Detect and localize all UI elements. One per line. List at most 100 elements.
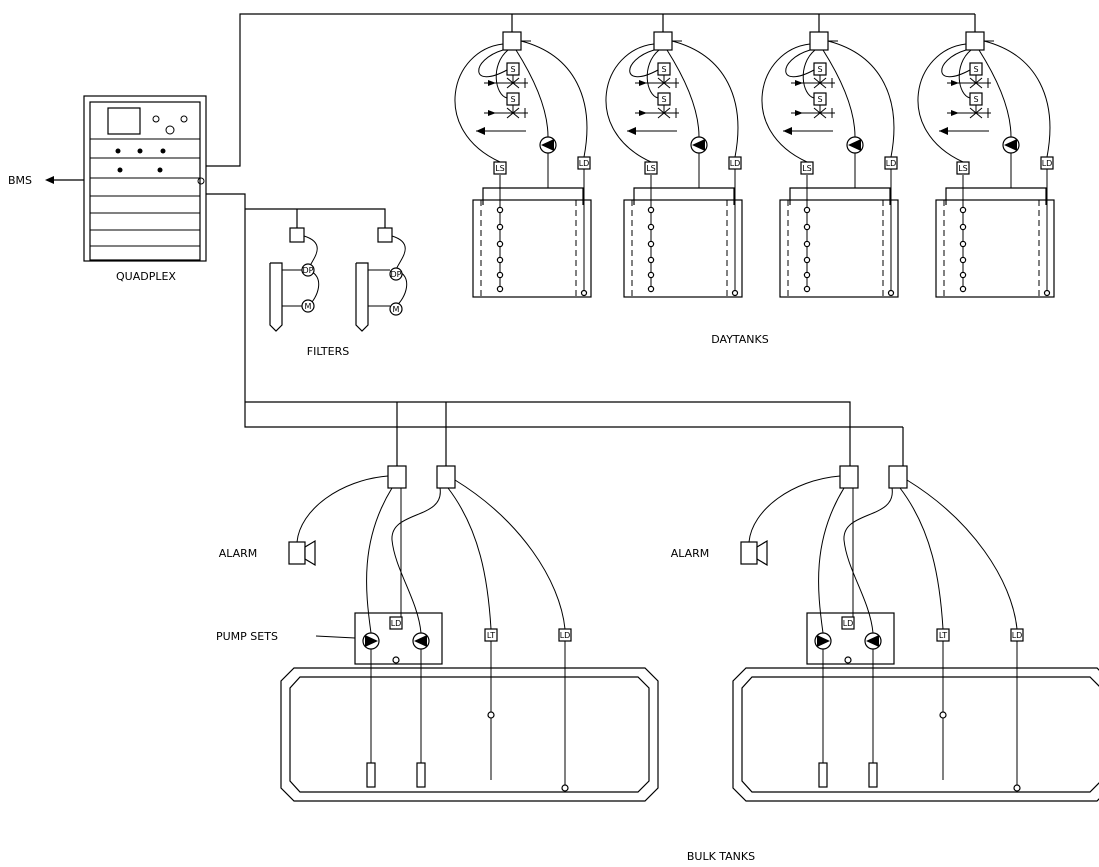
leak-detector-ld: LD [728,156,742,170]
svg-text:LT: LT [939,631,947,640]
leak-detector-ld: LD [841,616,855,630]
svg-text:S: S [973,65,978,74]
float-switch [496,256,504,264]
svg-text:DP: DP [391,270,402,279]
quadplex-outer [83,95,207,262]
arrow-right-icon [951,110,959,116]
float-switch [803,240,811,248]
arrow-right-icon [639,80,647,86]
arrow-right-icon [639,110,647,116]
quadplex-label: QUADPLEX [116,270,176,283]
quadplex-display [107,107,141,135]
svg-text:S: S [510,95,515,104]
daytank-3: LS LD S S [761,31,899,300]
svg-text:LD: LD [1042,159,1053,168]
pump-set-box [806,612,895,665]
bulk-tank-outer [732,667,1099,802]
alarm-label: ALARM [671,547,710,560]
float-switch [959,206,967,214]
pump-icon [864,632,882,650]
suction-foot [818,762,828,788]
daytank-1: LS LD S S [454,31,592,300]
arrow-right-icon [795,80,803,86]
bulk-tank-outer [280,667,659,802]
svg-text:S: S [973,95,978,104]
leak-detector-ld: LD [1040,156,1054,170]
alarm-horn-icon [740,541,758,565]
float-switch [647,256,655,264]
level-switch-ls: LS [800,161,814,175]
junction-box [888,465,908,489]
level-switch-ls: LS [644,161,658,175]
svg-text:S: S [817,65,822,74]
svg-text:S: S [817,95,822,104]
arrow-left-icon [627,127,636,135]
valve-icon [506,77,520,89]
network-lines [206,13,976,466]
float-switch [803,256,811,264]
leak-detector-ld: LD [577,156,591,170]
valve-icon [969,107,983,119]
solenoid-valve: S [813,92,827,106]
float-switch [647,206,655,214]
pump-icon [690,136,708,154]
daytank-body [779,199,899,298]
arrow-left-icon [476,127,485,135]
svg-text:LS: LS [495,164,505,173]
junction-box [839,465,859,489]
solenoid-valve: S [969,62,983,76]
junction-box [387,465,407,489]
valve-icon [969,77,983,89]
daytank-4: LS LD S S [917,31,1055,300]
arrow-right-icon [488,110,496,116]
float-switch [647,285,655,293]
float-switch [496,240,504,248]
svg-text:LD: LD [391,619,402,628]
float-switch [496,285,504,293]
bms-link: BMS [8,174,84,187]
suction-foot [366,762,376,788]
svg-text:S: S [510,65,515,74]
arrow-left-icon [939,127,948,135]
float-switch [803,223,811,231]
junction-box [809,31,829,51]
float-switch [959,240,967,248]
valve-icon [813,107,827,119]
junction-box [502,31,522,51]
bulk-tank-inner [289,676,650,793]
float-switch [959,223,967,231]
leak-detector-ld: LD [884,156,898,170]
svg-text:LD: LD [730,159,741,168]
daytank-body [472,199,592,298]
bulk-tank-inner [741,676,1099,793]
valve-icon [506,107,520,119]
alarm-label: ALARM [219,547,258,560]
level-transmitter-lt: LT [484,628,498,642]
float-switch [959,256,967,264]
level-switch-ls: LS [956,161,970,175]
pump-icon [362,632,380,650]
suction-foot [416,762,426,788]
svg-text:LS: LS [646,164,656,173]
float-switch [959,285,967,293]
level-transmitter-lt: LT [936,628,950,642]
pump-sets-label: PUMP SETS [216,630,278,643]
junction-box [965,31,985,51]
float-switch [647,240,655,248]
quadplex-inner [89,101,201,261]
valve-icon [657,107,671,119]
float-switch [496,271,504,279]
svg-text:M: M [393,305,400,314]
daytanks-label: DAYTANKS [711,333,768,346]
arrow-right-icon [951,80,959,86]
bulk-tanks-label: BULK TANKS [687,850,755,863]
pump-icon [539,136,557,154]
svg-text:DP: DP [303,266,314,275]
svg-text:LS: LS [802,164,812,173]
float-switch [496,206,504,214]
